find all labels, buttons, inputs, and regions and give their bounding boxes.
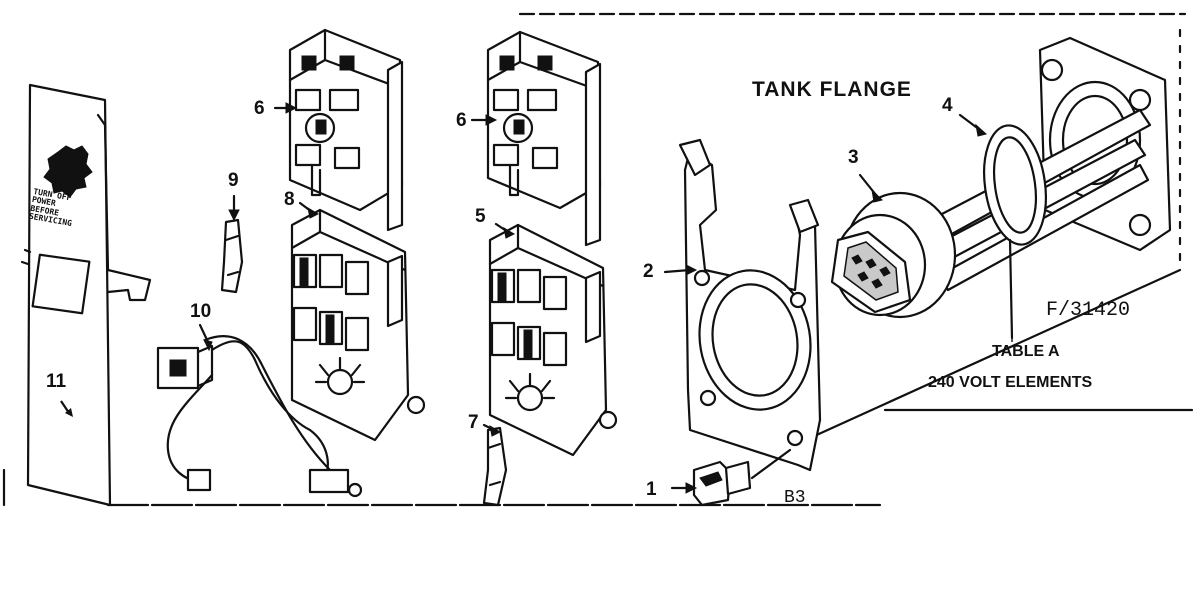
callout-4: 4	[942, 95, 953, 116]
frame-lines	[2, 12, 1194, 507]
callout-2: 2	[643, 261, 654, 282]
callout-11-arrow	[60, 400, 73, 417]
callout-6-left: 6	[254, 98, 265, 119]
callout-1: 1	[646, 479, 657, 500]
high-limit-switch-left-part	[273, 28, 404, 232]
cover-warning-text: TURN OFF POWER BEFORE SERVICING	[28, 187, 77, 229]
bracket-part	[663, 138, 822, 472]
callout-8: 8	[284, 189, 295, 210]
clip-9-part	[220, 194, 244, 294]
callout-5: 5	[475, 206, 486, 227]
wire-harness-part	[156, 323, 363, 498]
table-title: TABLE A	[992, 343, 1060, 360]
thermostat-8-part	[290, 201, 426, 442]
callout-3: 3	[848, 147, 859, 168]
clip-7-part	[482, 423, 508, 507]
section-code: B3	[784, 488, 806, 508]
drawing-code: F/31420	[1046, 299, 1131, 322]
heating-element-part	[830, 36, 1172, 340]
access-cover-part	[20, 83, 152, 507]
table-subtitle: 240 VOLT ELEMENTS	[928, 374, 1093, 391]
thermostat-5-part	[488, 222, 618, 457]
diagram-heading: TANK FLANGE	[752, 78, 912, 101]
high-limit-switch-right-part	[470, 30, 602, 247]
callout-10: 10	[190, 301, 212, 322]
callout-6-right: 6	[456, 110, 467, 131]
callout-9: 9	[228, 170, 239, 191]
callout-7: 7	[468, 412, 479, 433]
callout-11: 11	[46, 371, 67, 392]
screw-part	[670, 448, 792, 507]
